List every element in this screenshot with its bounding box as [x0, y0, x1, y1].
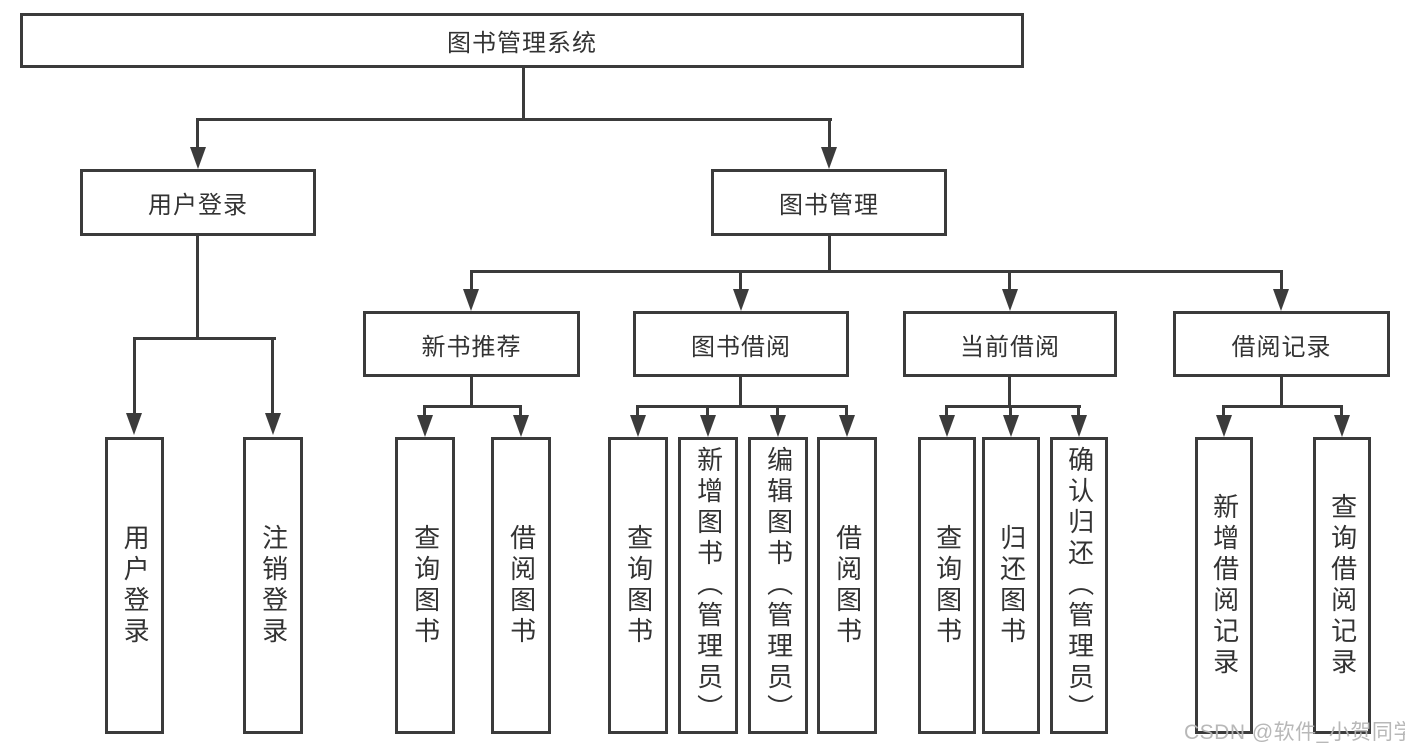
arrow-down-icon [939, 415, 955, 437]
leaf-borrow-borrow-books-label: 借阅图书 [832, 523, 863, 648]
arrow-down-icon [1334, 415, 1350, 437]
connector-line [1280, 270, 1283, 293]
connector-line [828, 236, 831, 273]
leaf-current-confirm-return-label: 确认归还（管理员） [1064, 446, 1095, 725]
connector-line [423, 405, 426, 417]
node-book-borrowing-label: 图书借阅 [691, 333, 791, 361]
node-user-login-label: 用户登录 [148, 192, 248, 219]
arrow-down-icon [513, 415, 529, 437]
leaf-user-login-label: 用户登录 [120, 523, 151, 648]
arrow-down-icon [190, 147, 206, 169]
leaf-user-login: 用户登录 [105, 437, 164, 734]
connector-line [133, 337, 276, 340]
node-new-book-recommend-label: 新书推荐 [421, 333, 522, 361]
arrow-down-icon [1071, 415, 1087, 437]
connector-line [845, 405, 848, 417]
connector-line [470, 377, 473, 408]
arrow-down-icon [265, 413, 281, 435]
connector-line [522, 68, 525, 121]
connector-line [1008, 270, 1011, 293]
leaf-current-confirm-return: 确认归还（管理员） [1050, 437, 1108, 734]
leaf-rec-borrow-books: 借阅图书 [491, 437, 551, 734]
node-borrowing-records: 借阅记录 [1173, 311, 1390, 377]
node-borrowing-records-label: 借阅记录 [1231, 333, 1332, 361]
connector-line [1222, 405, 1225, 417]
connector-line [1009, 405, 1012, 417]
arrow-down-icon [821, 147, 837, 169]
leaf-borrow-edit-books-label: 编辑图书（管理员） [763, 446, 794, 725]
leaf-current-query-books-label: 查询图书 [932, 523, 963, 648]
connector-line [636, 405, 639, 417]
connector-line [706, 405, 709, 417]
leaf-current-return-books-label: 归还图书 [996, 523, 1027, 648]
leaf-current-return-books: 归还图书 [982, 437, 1040, 734]
leaf-rec-query-books: 查询图书 [395, 437, 455, 734]
connector-line [636, 405, 848, 408]
connector-line [470, 270, 1283, 273]
connector-line [133, 337, 136, 416]
node-book-management: 图书管理 [711, 169, 947, 236]
arrow-down-icon [126, 413, 142, 435]
connector-line [196, 118, 832, 121]
leaf-rec-borrow-books-label: 借阅图书 [506, 523, 537, 648]
leaf-borrow-add-books-label: 新增图书（管理员） [693, 446, 724, 725]
node-book-management-label: 图书管理 [779, 192, 879, 219]
connector-line [519, 405, 522, 417]
connector-line [945, 405, 948, 417]
arrow-down-icon [1002, 289, 1018, 311]
leaf-borrow-query-books: 查询图书 [608, 437, 668, 734]
connector-line [1280, 377, 1283, 408]
connector-line [1222, 405, 1343, 408]
arrow-down-icon [417, 415, 433, 437]
arrow-down-icon [839, 415, 855, 437]
leaf-logout-label: 注销登录 [258, 523, 289, 648]
arrow-down-icon [733, 289, 749, 311]
arrow-down-icon [700, 415, 716, 437]
connector-line [196, 118, 199, 151]
node-book-borrowing: 图书借阅 [633, 311, 849, 377]
arrow-down-icon [1003, 415, 1019, 437]
arrow-down-icon [463, 289, 479, 311]
connector-line [1008, 377, 1011, 408]
leaf-records-query-record-label: 查询借阅记录 [1327, 492, 1358, 679]
leaf-rec-query-books-label: 查询图书 [410, 523, 441, 648]
node-current-borrowing: 当前借阅 [903, 311, 1117, 377]
csdn-watermark: CSDN @软件_小贺同学 [1184, 721, 1405, 744]
arrow-down-icon [1216, 415, 1232, 437]
connector-line [196, 236, 199, 340]
leaf-borrow-edit-books: 编辑图书（管理员） [748, 437, 808, 734]
arrow-down-icon [1273, 289, 1289, 311]
arrow-down-icon [630, 415, 646, 437]
node-root-label: 图书管理系统 [447, 30, 597, 57]
leaf-borrow-query-books-label: 查询图书 [623, 523, 654, 648]
node-root: 图书管理系统 [20, 13, 1024, 68]
leaf-borrow-add-books: 新增图书（管理员） [678, 437, 738, 734]
connector-line [776, 405, 779, 417]
node-new-book-recommend: 新书推荐 [363, 311, 580, 377]
connector-line [739, 377, 742, 408]
leaf-records-add-record-label: 新增借阅记录 [1209, 492, 1240, 679]
connector-line [271, 337, 274, 416]
leaf-logout: 注销登录 [243, 437, 303, 734]
connector-line [945, 405, 1081, 408]
node-current-borrowing-label: 当前借阅 [960, 333, 1060, 361]
connector-line [739, 270, 742, 293]
connector-line [828, 118, 831, 151]
connector-line [470, 270, 473, 293]
leaf-records-query-record: 查询借阅记录 [1313, 437, 1371, 734]
connector-line [1077, 405, 1080, 417]
leaf-current-query-books: 查询图书 [918, 437, 976, 734]
leaf-records-add-record: 新增借阅记录 [1195, 437, 1253, 734]
connector-line [1340, 405, 1343, 417]
node-user-login: 用户登录 [80, 169, 316, 236]
connector-line [423, 405, 522, 408]
arrow-down-icon [770, 415, 786, 437]
leaf-borrow-borrow-books: 借阅图书 [817, 437, 877, 734]
